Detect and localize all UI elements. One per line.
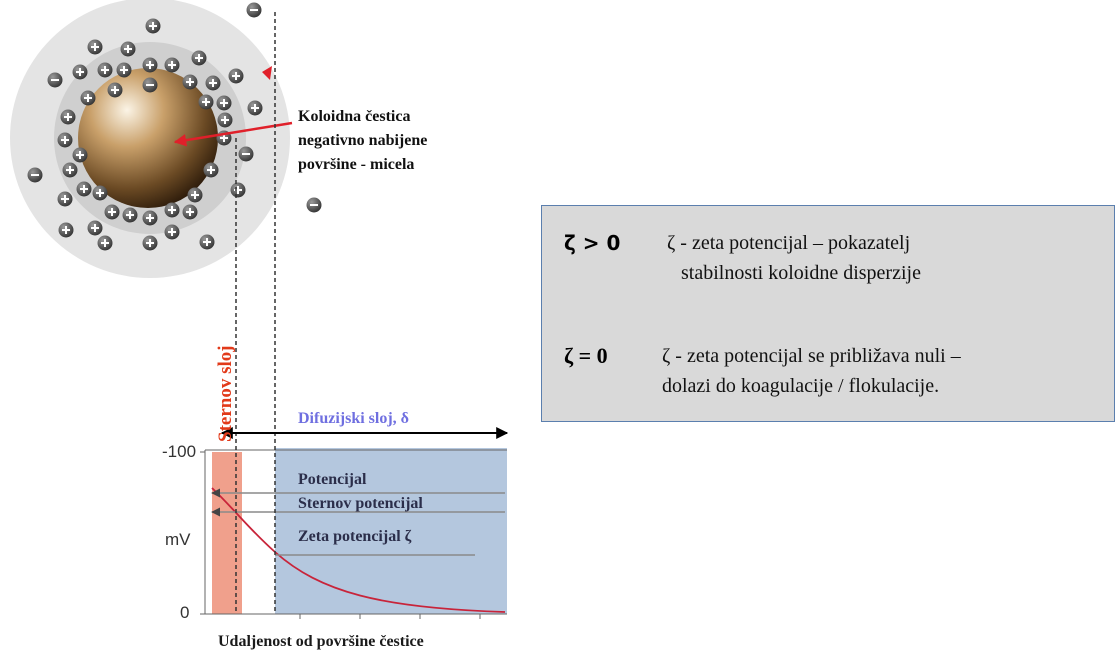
stern-layer-band [212, 452, 242, 614]
zeta-info-box: ζ > 0 ζ - zeta potencijal – pokazatelj s… [541, 205, 1115, 422]
zeta-positive-line-2: stabilnosti koloidne disperzije [681, 262, 921, 284]
potential-label: Potencijal [298, 471, 367, 488]
colloid-particle [78, 68, 218, 208]
stern-layer-label: Sternov sloj [215, 345, 236, 442]
zeta-positive-text: ζ - zeta potencijal – pokazatelj stabiln… [667, 228, 921, 288]
zeta-zero-line-2: dolazi do koagulacije / flokulacije. [662, 375, 940, 397]
micelle-pointer-arrow [173, 121, 293, 147]
micelle-label: Koloidna čestica negativno nabijene povr… [298, 105, 427, 177]
zeta-zero-text: ζ - zeta potencijal se približava nuli –… [662, 341, 961, 401]
micelle-illustration [10, 0, 322, 278]
y-unit-label: mV [165, 530, 191, 549]
zeta-potential-label: Zeta potencijal ζ [298, 528, 412, 545]
potential-curve [211, 487, 506, 613]
zeta-zero-symbol: ζ = 0 [564, 343, 608, 368]
y-tick-top: -100 [162, 442, 197, 461]
diffuse-layer-band [275, 448, 507, 614]
potential-chart [200, 448, 507, 619]
ion-group [27, 2, 322, 251]
axis-ticks [200, 451, 481, 619]
micelle-label-line: Koloidna čestica [298, 108, 411, 125]
x-axis-title: Udaljenost od površine čestice [218, 633, 424, 650]
micelle-label-line: površine - micela [298, 156, 415, 173]
zeta-positive-symbol: ζ > 0 [564, 231, 621, 255]
y-tick-bottom: 0 [180, 603, 190, 622]
micelle-label-line: negativno nabijene [298, 132, 428, 149]
zeta-zero-line-1: ζ - zeta potencijal se približava nuli – [662, 345, 961, 367]
diffuse-layer-label: Difuzijski sloj, δ [298, 410, 409, 427]
stern-potential-label: Sternov potencijal [298, 495, 423, 512]
red-triangle-mark [262, 66, 272, 80]
zeta-positive-line-1: ζ - zeta potencijal – pokazatelj [667, 232, 911, 254]
